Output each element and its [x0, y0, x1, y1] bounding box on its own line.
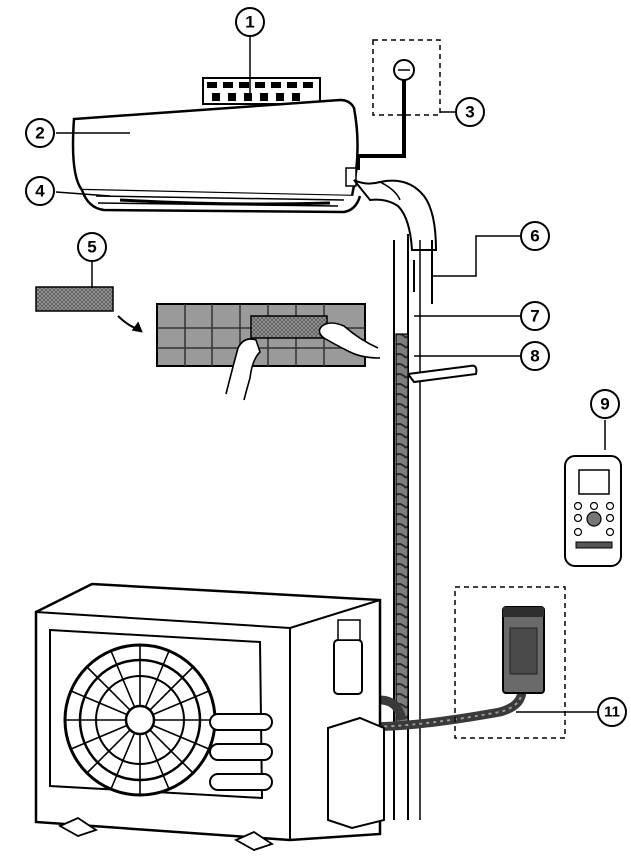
power-plug-box	[356, 39, 441, 170]
hand-right	[318, 322, 381, 359]
svg-text:11: 11	[604, 704, 620, 721]
callout-2: 2	[25, 118, 55, 148]
callout-6: 6	[520, 221, 550, 251]
callout-4: 4	[25, 176, 55, 206]
callout-3: 3	[455, 97, 485, 127]
svg-text:8: 8	[530, 347, 539, 366]
indoor-unit	[71, 98, 362, 214]
callout-5: 5	[77, 232, 107, 262]
svg-text:7: 7	[530, 307, 539, 326]
callout-9: 9	[590, 389, 620, 419]
svg-text:5: 5	[87, 238, 96, 257]
outdoor-unit	[34, 582, 385, 851]
mounting-plate	[202, 77, 321, 105]
svg-text:6: 6	[530, 227, 539, 246]
remote-controller	[564, 455, 622, 567]
air-filter	[35, 286, 143, 333]
callout-8: 8	[520, 341, 550, 371]
callout-11: 11	[597, 697, 627, 727]
svg-text:3: 3	[465, 103, 474, 122]
wall-control-box	[454, 586, 566, 739]
hand-left	[225, 338, 261, 401]
svg-text:9: 9	[600, 395, 609, 414]
svg-text:4: 4	[35, 182, 45, 201]
filter-tray	[156, 303, 381, 401]
piping-clamp	[406, 364, 478, 384]
leader-lines	[55, 36, 606, 713]
piping-bend	[353, 179, 438, 251]
svg-text:1: 1	[245, 13, 254, 32]
callout-7: 7	[520, 301, 550, 331]
callout-1: 1	[235, 7, 265, 37]
svg-text:2: 2	[35, 124, 44, 143]
